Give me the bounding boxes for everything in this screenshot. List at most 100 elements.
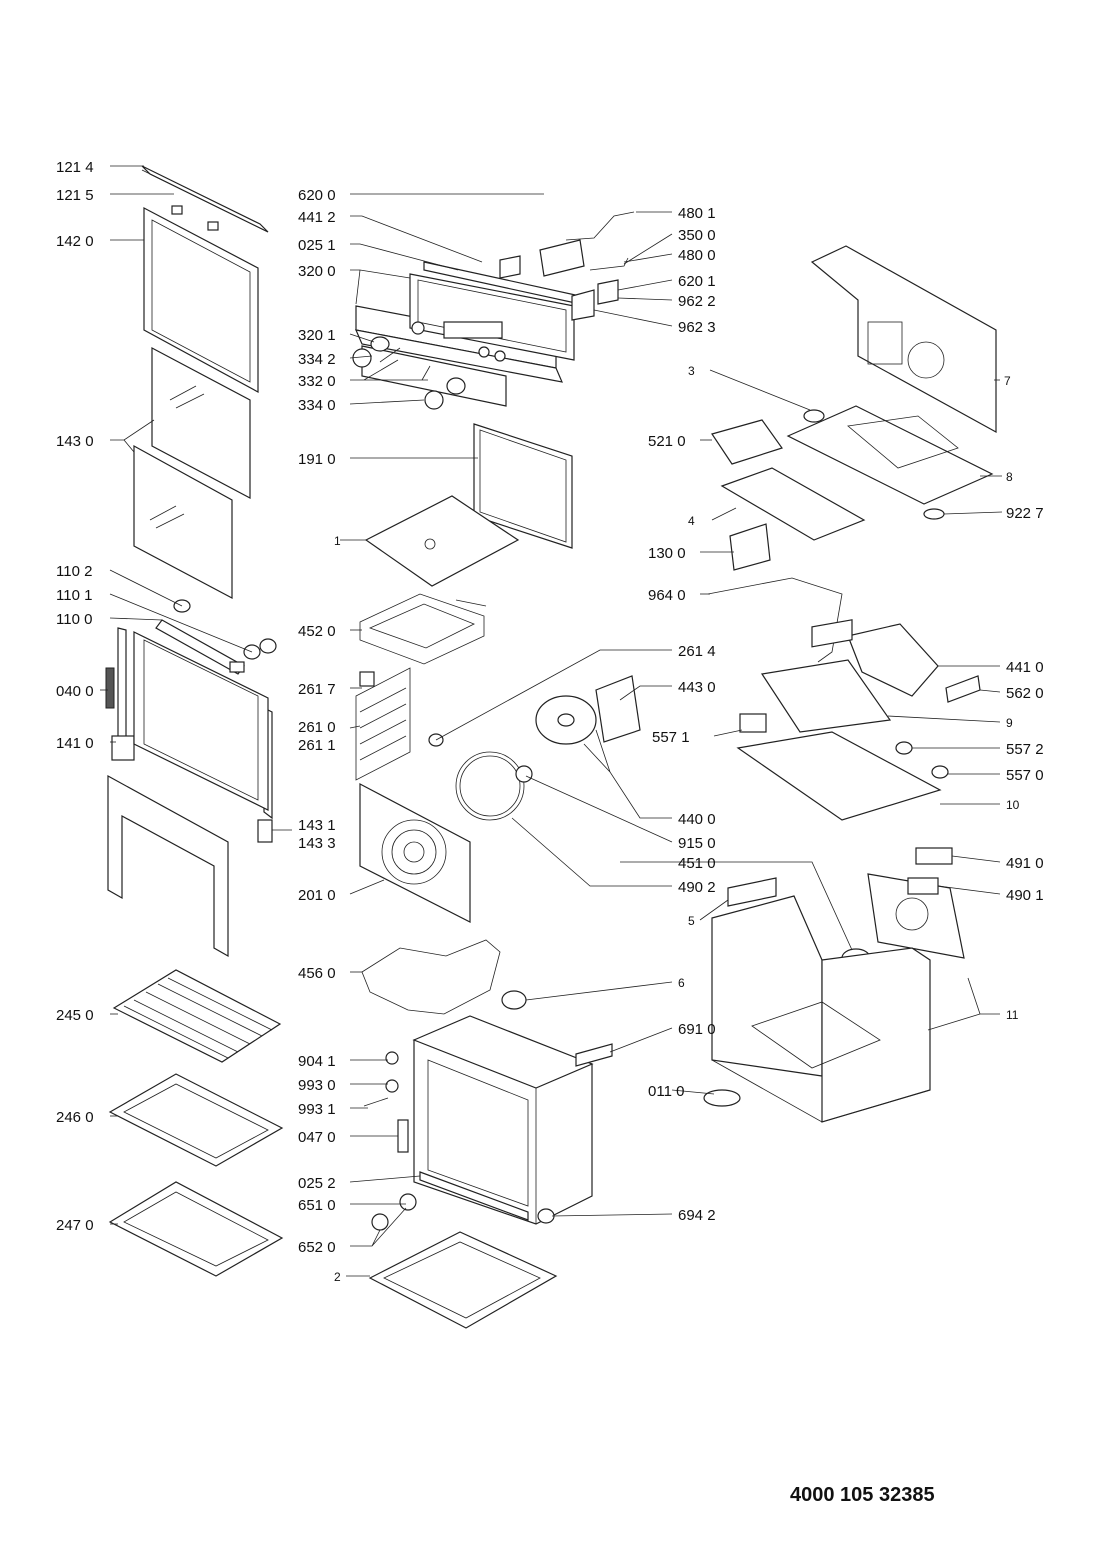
callout-245-0: 245 0 (56, 1007, 94, 1024)
callout-142-0: 142 0 (56, 233, 94, 250)
fan-duct (760, 659, 892, 733)
callout-993-1: 993 1 (298, 1101, 336, 1118)
hinge-bracket (397, 1119, 409, 1153)
callout-7: 7 (1004, 374, 1011, 388)
drip-tray (108, 1181, 284, 1277)
thermostat (729, 523, 771, 571)
callout-4: 4 (688, 514, 695, 528)
callout-143-1: 143 1 (298, 817, 336, 834)
callout-2: 2 (334, 1270, 341, 1284)
fan-sleeve (945, 675, 981, 703)
callout-121-5: 121 5 (56, 187, 94, 204)
leader-lines (100, 165, 1003, 1277)
callout-labels: 121 4 121 5 142 0 143 0 110 2 110 1 110 … (56, 159, 1044, 1284)
callout-110-1: 110 1 (56, 587, 92, 604)
door-seal-frame (107, 774, 229, 958)
wiring-plate (720, 467, 866, 541)
door-handle (155, 619, 245, 675)
shelf-side-rail (355, 667, 411, 781)
door-switch (575, 1043, 613, 1067)
washer (923, 508, 945, 520)
electronics-group (499, 211, 635, 321)
callout-441-2: 441 2 (298, 209, 336, 226)
trim-clip (171, 205, 183, 215)
door-hinge-left (117, 627, 127, 741)
callout-652-0: 652 0 (298, 1239, 336, 1256)
door-assembly (105, 165, 277, 958)
callout-025-1: 025 1 (298, 237, 336, 254)
callout-261-0: 261 0 (298, 719, 336, 736)
document-number: 4000 105 32385 (790, 1484, 935, 1506)
air-duct-tube (707, 577, 843, 663)
hinge-clip (257, 819, 273, 843)
top-cover-assembly (711, 245, 997, 571)
circular-element (455, 751, 525, 821)
wire-shelf (112, 969, 282, 1063)
terminal-block (915, 847, 953, 865)
callout-5: 5 (688, 914, 695, 928)
callout-620-1: 620 1 (678, 273, 716, 290)
callout-334-0: 334 0 (298, 397, 336, 414)
bottom-frame (736, 731, 942, 821)
callout-922-7: 922 7 (1006, 505, 1044, 522)
grommet (803, 409, 825, 423)
callout-441-0: 441 0 (1006, 659, 1044, 676)
grill-element (359, 593, 485, 665)
top-plate (364, 495, 520, 587)
callout-691-0: 691 0 (678, 1021, 716, 1038)
callout-040-0: 040 0 (56, 683, 94, 700)
oven-gasket (473, 423, 573, 549)
callout-110-2: 110 2 (56, 563, 92, 580)
callout-962-2: 962 2 (678, 293, 716, 310)
callout-261-4: 261 4 (678, 643, 716, 660)
outer-door-glass (143, 207, 259, 394)
callout-651-0: 651 0 (298, 1197, 336, 1214)
callout-3: 3 (688, 364, 695, 378)
callout-557-1: 557 1 (652, 729, 690, 746)
bracket (727, 877, 777, 907)
callout-915-0: 915 0 (678, 835, 716, 852)
callout-480-1: 480 1 (678, 205, 716, 222)
callout-8: 8 (1006, 470, 1013, 484)
callout-993-0: 993 0 (298, 1077, 336, 1094)
inner-glass-2 (133, 444, 233, 599)
callout-350-0: 350 0 (678, 227, 716, 244)
callout-452-0: 452 0 (298, 623, 336, 640)
door-frame (133, 631, 269, 811)
callout-201-0: 201 0 (298, 887, 336, 904)
callout-521-0: 521 0 (648, 433, 686, 450)
housing-left-wall (711, 895, 823, 1077)
callout-011-0: 011 0 (648, 1083, 684, 1100)
fan-cover (359, 783, 471, 923)
callout-557-0: 557 0 (1006, 767, 1044, 784)
callout-320-1: 320 1 (298, 327, 336, 344)
callout-490-1: 490 1 (1006, 887, 1044, 904)
callout-130-0: 130 0 (648, 545, 686, 562)
callout-11: 11 (1006, 1008, 1019, 1022)
callout-9: 9 (1006, 716, 1013, 730)
callout-480-0: 480 0 (678, 247, 716, 264)
callout-562-0: 562 0 (1006, 685, 1044, 702)
top-frame (786, 405, 994, 505)
pcb-module (539, 239, 585, 277)
inner-glass-1 (151, 347, 251, 499)
tangential-fan (847, 623, 939, 697)
callout-332-0: 332 0 (298, 373, 336, 390)
control-knob (370, 336, 390, 352)
callout-451-0: 490 2 (678, 879, 716, 896)
callout-10: 10 (1006, 798, 1020, 812)
door-top-trim (141, 165, 269, 233)
callout-491-0: 491 0 (1006, 855, 1044, 872)
callout-110-0: 110 0 (56, 611, 92, 628)
display-window (443, 321, 503, 339)
housing-right-wall (821, 947, 931, 1123)
cavity-screw (385, 1051, 399, 1065)
callout-964-0: 964 0 (648, 587, 686, 604)
callout-620-0: 620 0 (298, 187, 336, 204)
callout-261-1: 261 1 (298, 737, 336, 754)
fan-motor (595, 675, 641, 743)
rail-clip (359, 671, 375, 687)
callout-440-0: 440 0 (678, 811, 716, 828)
racks-and-trays (108, 969, 284, 1277)
oven-lamp (501, 990, 527, 1010)
